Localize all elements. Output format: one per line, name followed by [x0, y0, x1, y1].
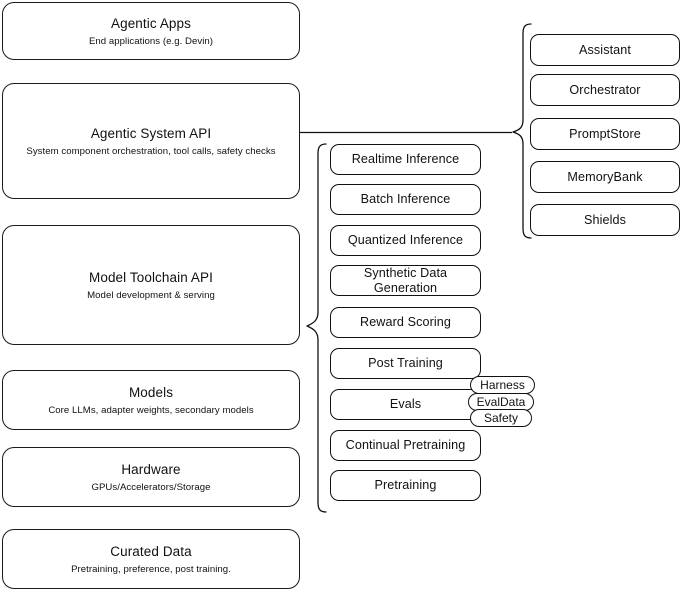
layer-title: Model Toolchain API [89, 269, 213, 285]
toolchain-evals[interactable]: Evals [330, 389, 481, 420]
layer-subtitle: Model development & serving [87, 289, 215, 301]
layer-subtitle: System component orchestration, tool cal… [26, 145, 276, 157]
layer-model-toolchain-api[interactable]: Model Toolchain API Model development & … [2, 225, 300, 345]
layer-title: Models [128, 384, 174, 400]
toolchain-label: Realtime Inference [351, 152, 460, 166]
toolchain-label: Post Training [368, 356, 443, 370]
layer-title: Agentic System API [90, 125, 212, 141]
toolchain-continual-pretraining[interactable]: Continual Pretraining [330, 430, 481, 461]
layer-title: Curated Data [110, 543, 192, 559]
component-shields[interactable]: Shields [530, 204, 680, 236]
layer-hardware[interactable]: Hardware GPUs/Accelerators/Storage [2, 447, 300, 507]
layer-agentic-system-api[interactable]: Agentic System API System component orch… [2, 83, 300, 199]
toolchain-label: Continual Pretraining [345, 438, 466, 452]
evals-subitem-label: Safety [483, 411, 519, 425]
toolchain-synthetic-data-generation[interactable]: Synthetic Data Generation [330, 265, 481, 296]
component-label: Shields [583, 212, 626, 227]
toolchain-label: Synthetic Data Generation [363, 265, 448, 295]
evals-subitem-label: Harness [480, 378, 525, 392]
toolchain-post-training[interactable]: Post Training [330, 348, 481, 379]
component-label: PromptStore [569, 126, 641, 141]
layer-subtitle: Pretraining, preference, post training. [71, 563, 231, 575]
component-label: MemoryBank [567, 169, 643, 184]
evals-subitem-harness[interactable]: Harness [470, 376, 535, 394]
layer-subtitle: GPUs/Accelerators/Storage [91, 481, 211, 493]
toolchain-label: Reward Scoring [360, 315, 451, 329]
toolchain-label: Pretraining [374, 478, 437, 492]
layer-title: Agentic Apps [110, 15, 191, 31]
toolchain-reward-scoring[interactable]: Reward Scoring [330, 307, 481, 338]
brace-toolchain-items [300, 140, 330, 518]
toolchain-realtime-inference[interactable]: Realtime Inference [330, 144, 481, 175]
component-promptstore[interactable]: PromptStore [530, 118, 680, 150]
evals-subitem-evaldata[interactable]: EvalData [468, 393, 534, 411]
layer-subtitle: End applications (e.g. Devin) [88, 35, 214, 47]
toolchain-label: Batch Inference [360, 192, 451, 206]
evals-subitem-label: EvalData [476, 395, 526, 409]
component-orchestrator[interactable]: Orchestrator [530, 74, 680, 106]
layer-subtitle: Core LLMs, adapter weights, secondary mo… [48, 404, 254, 416]
component-assistant[interactable]: Assistant [530, 34, 680, 66]
layer-curated-data[interactable]: Curated Data Pretraining, preference, po… [2, 529, 300, 589]
layer-title: Hardware [121, 461, 181, 477]
toolchain-quantized-inference[interactable]: Quantized Inference [330, 225, 481, 256]
layer-agentic-apps[interactable]: Agentic Apps End applications (e.g. Devi… [2, 2, 300, 60]
connector-system-api-to-components [300, 126, 514, 140]
layer-models[interactable]: Models Core LLMs, adapter weights, secon… [2, 370, 300, 430]
evals-subitem-safety[interactable]: Safety [470, 409, 532, 427]
toolchain-label: Evals [389, 397, 422, 411]
toolchain-batch-inference[interactable]: Batch Inference [330, 184, 481, 215]
component-label: Assistant [579, 42, 631, 57]
toolchain-pretraining[interactable]: Pretraining [330, 470, 481, 501]
component-label: Orchestrator [569, 82, 641, 97]
component-memorybank[interactable]: MemoryBank [530, 161, 680, 193]
toolchain-label: Quantized Inference [347, 233, 464, 247]
